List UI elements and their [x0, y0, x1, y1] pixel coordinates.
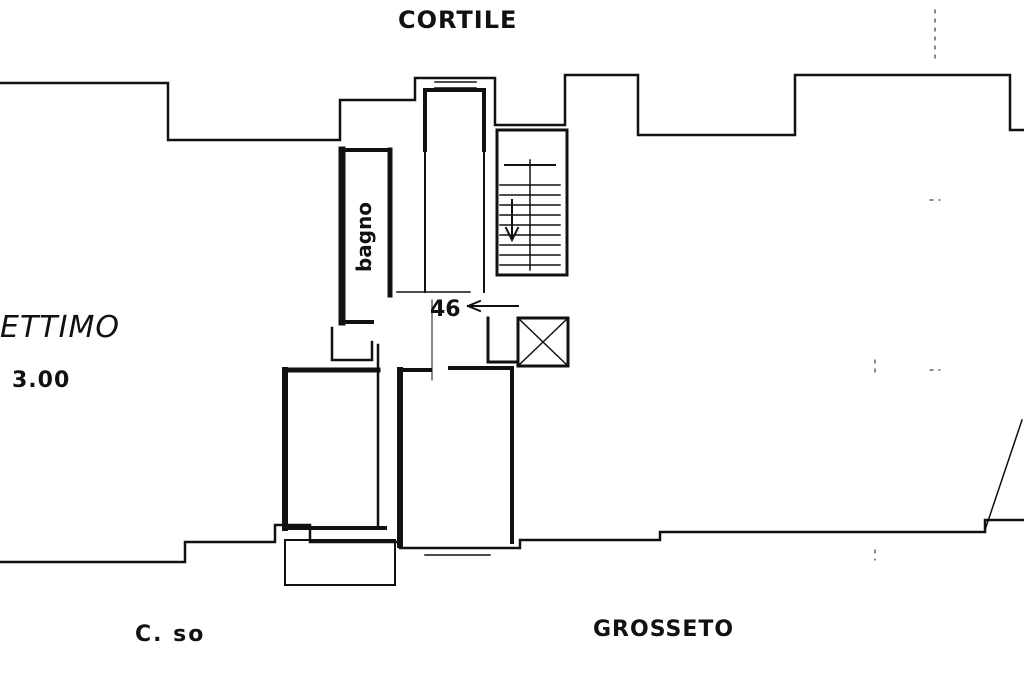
street-left-label: ETTIMO	[0, 310, 120, 345]
elevator-cross	[516, 316, 570, 368]
balcony	[284, 539, 396, 586]
right-room-window	[424, 547, 491, 556]
annotation-ticks	[874, 9, 941, 561]
landing-wall	[486, 316, 520, 364]
upper-room-partition	[424, 149, 485, 293]
courtyard-label: CORTILE	[398, 6, 518, 34]
upper-room-window	[434, 81, 477, 89]
unit-arrow	[466, 299, 519, 313]
bathroom-label: bagno	[352, 201, 377, 273]
stair-arrow	[504, 199, 520, 243]
elevator-shaft	[516, 316, 570, 368]
building-outline-right-diagonal	[984, 419, 1023, 531]
right-room-wall-top	[398, 366, 514, 372]
street-bottom-prefix-label: C. so	[135, 622, 206, 647]
entry-wall	[330, 326, 374, 362]
building-outline-top-left	[0, 73, 1024, 142]
street-left-value-label: 3.00	[12, 368, 71, 393]
street-bottom-label: GROSSETO	[593, 617, 735, 642]
unit-number-label: 46	[430, 297, 461, 322]
stair-box	[495, 128, 569, 277]
